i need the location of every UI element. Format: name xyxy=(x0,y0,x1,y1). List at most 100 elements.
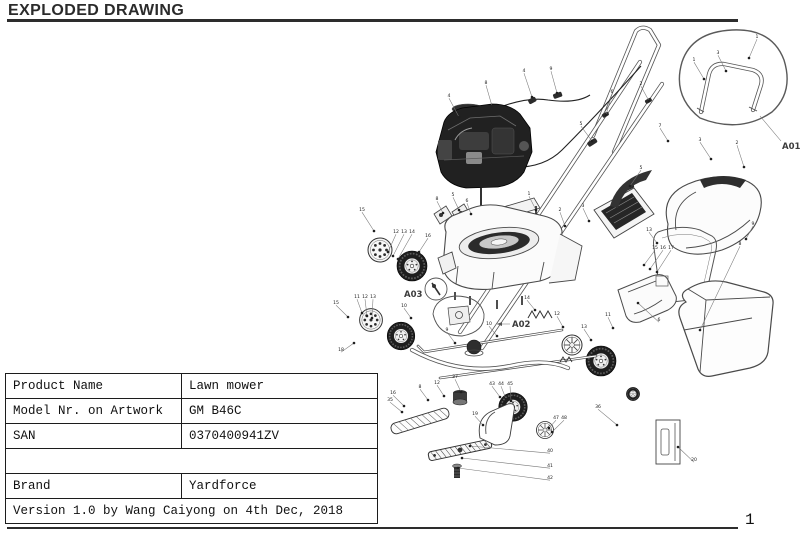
grass-bag-hood xyxy=(665,176,762,255)
spoke-wheel-rear xyxy=(561,334,583,356)
mower-deck xyxy=(437,204,583,309)
svg-text:37: 37 xyxy=(452,374,458,380)
svg-text:12: 12 xyxy=(434,380,440,386)
tire-rear xyxy=(585,345,617,377)
svg-text:15: 15 xyxy=(333,300,339,306)
svg-text:8: 8 xyxy=(739,241,742,247)
assembly-label-a03: A03 xyxy=(404,290,422,300)
svg-text:48: 48 xyxy=(561,415,567,421)
svg-text:14: 14 xyxy=(524,295,530,301)
svg-text:35: 35 xyxy=(387,397,393,403)
svg-text:45: 45 xyxy=(507,381,513,387)
svg-text:5: 5 xyxy=(640,165,643,171)
svg-text:41: 41 xyxy=(547,463,553,469)
grass-bag xyxy=(678,280,774,377)
info-label: Product Name xyxy=(5,373,182,399)
rear-discharge-chute xyxy=(593,170,655,239)
svg-text:6: 6 xyxy=(611,89,614,95)
svg-text:3: 3 xyxy=(699,137,702,143)
blade xyxy=(427,439,493,461)
svg-text:13: 13 xyxy=(370,294,376,300)
svg-text:15: 15 xyxy=(359,207,365,213)
svg-text:2: 2 xyxy=(559,207,562,213)
page-title: EXPLODED DRAWING xyxy=(8,2,185,19)
table-row: Product Name Lawn mower xyxy=(5,373,378,399)
handle-balloon-a01 xyxy=(678,29,788,142)
info-value: GM B46C xyxy=(181,398,378,424)
svg-text:43: 43 xyxy=(489,381,495,387)
page-number: 1 xyxy=(745,511,755,529)
svg-text:6: 6 xyxy=(658,317,661,323)
blade-adapter xyxy=(452,390,468,406)
svg-text:2: 2 xyxy=(640,81,643,87)
tire-front xyxy=(396,250,428,282)
svg-text:12: 12 xyxy=(554,311,560,317)
table-row: SAN 0370400941ZV xyxy=(5,423,378,449)
info-empty xyxy=(5,448,378,474)
svg-text:36: 36 xyxy=(595,404,601,410)
height-adjuster xyxy=(478,403,515,446)
info-label: SAN xyxy=(5,423,182,449)
info-value: Yardforce xyxy=(181,473,378,499)
svg-text:18: 18 xyxy=(338,347,344,353)
svg-text:17: 17 xyxy=(668,245,674,251)
table-row-version: Version 1.0 by Wang Caiyong on 4th Dec, … xyxy=(5,498,378,524)
table-row: Model Nr. on Artwork GM B46C xyxy=(5,398,378,424)
hubcap-front-2 xyxy=(359,308,383,332)
serial-plate-part xyxy=(655,419,681,465)
info-label: Brand xyxy=(5,473,182,499)
tire-front-2 xyxy=(386,321,416,351)
exploded-diagram: 4849562131753291315161786151213141615111… xyxy=(333,25,800,481)
upper-handle-bar xyxy=(696,61,764,115)
info-label: Model Nr. on Artwork xyxy=(5,398,182,424)
a03-balloon xyxy=(424,277,485,337)
svg-text:11: 11 xyxy=(354,294,360,300)
svg-text:40: 40 xyxy=(547,448,553,454)
hubcap-front xyxy=(367,237,393,263)
svg-text:1: 1 xyxy=(693,57,696,63)
svg-text:3: 3 xyxy=(717,50,720,56)
svg-text:13: 13 xyxy=(401,229,407,235)
svg-text:16: 16 xyxy=(390,390,396,396)
svg-text:16: 16 xyxy=(660,245,666,251)
svg-text:6: 6 xyxy=(466,198,469,204)
svg-text:15: 15 xyxy=(652,245,658,251)
svg-text:8: 8 xyxy=(485,80,488,86)
svg-text:9: 9 xyxy=(752,221,755,227)
svg-text:1: 1 xyxy=(756,34,759,40)
axle-rods xyxy=(409,328,598,380)
svg-text:44: 44 xyxy=(498,381,504,387)
svg-text:16: 16 xyxy=(425,233,431,239)
svg-text:12: 12 xyxy=(393,229,399,235)
info-value: Lawn mower xyxy=(181,373,378,399)
title-rule xyxy=(7,19,738,22)
engine xyxy=(435,103,533,206)
svg-text:9: 9 xyxy=(446,327,449,333)
blade-assembly xyxy=(390,390,515,478)
lower-handle-bar xyxy=(590,25,662,155)
svg-text:7: 7 xyxy=(659,123,662,129)
spoke-wheel-rear-2 xyxy=(536,421,554,439)
a02-spring xyxy=(497,309,553,326)
svg-text:10: 10 xyxy=(401,303,407,309)
svg-text:1: 1 xyxy=(528,191,531,197)
blade-rail xyxy=(390,407,450,435)
svg-text:13: 13 xyxy=(646,227,652,233)
svg-text:20: 20 xyxy=(691,457,697,463)
svg-text:13: 13 xyxy=(581,324,587,330)
assembly-label-a01: A01 xyxy=(782,142,800,152)
svg-text:47: 47 xyxy=(553,415,559,421)
svg-text:8: 8 xyxy=(419,384,422,390)
svg-text:5: 5 xyxy=(452,192,455,198)
svg-text:10: 10 xyxy=(486,321,492,327)
svg-text:3: 3 xyxy=(582,203,585,209)
svg-text:19: 19 xyxy=(472,411,478,417)
svg-text:8: 8 xyxy=(436,196,439,202)
svg-text:11: 11 xyxy=(605,312,611,318)
blade-bolt xyxy=(452,463,462,478)
svg-text:5: 5 xyxy=(580,121,583,127)
svg-text:9: 9 xyxy=(550,66,553,72)
assembly-label-a02: A02 xyxy=(512,320,530,330)
